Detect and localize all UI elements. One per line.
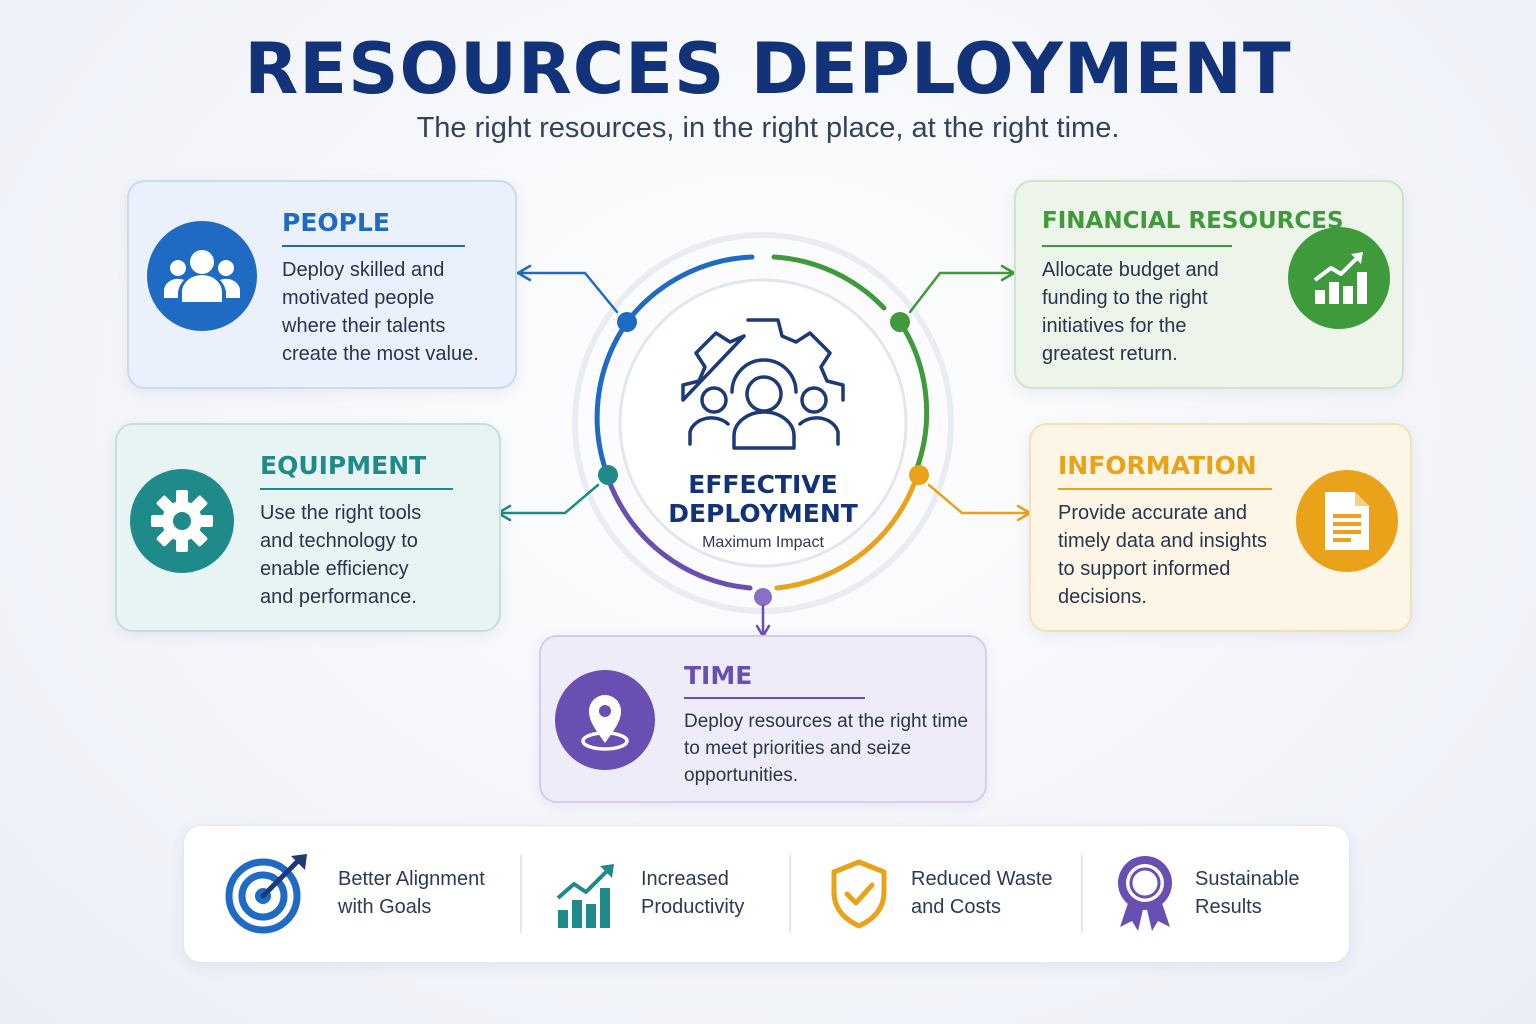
financial-title: FINANCIAL RESOURCES	[1042, 208, 1344, 234]
location-pin-icon	[581, 695, 629, 751]
page-title: RESOURCES DEPLOYMENT	[244, 28, 1292, 110]
people-desc-line: Deploy skilled and	[282, 259, 445, 281]
benefit-alignment: Better Alignment with Goals	[338, 865, 485, 921]
people-icon	[164, 250, 240, 302]
information-title: INFORMATION	[1058, 451, 1257, 480]
card-financial-resources: FINANCIAL RESOURCES Allocate budget and …	[1014, 180, 1404, 389]
gear-icon	[151, 490, 213, 552]
bar-growth-icon	[556, 864, 614, 928]
information-rule	[1058, 488, 1272, 490]
benefit-line: Results	[1195, 896, 1262, 918]
page-subtitle: The right resources, in the right place,…	[416, 112, 1120, 144]
equipment-rule	[260, 488, 453, 490]
financial-description: Allocate budget and funding to the right…	[1042, 256, 1219, 368]
shield-check-icon	[831, 859, 887, 929]
financial-desc-line: greatest return.	[1042, 343, 1178, 365]
financial-desc-line: Allocate budget and	[1042, 259, 1219, 281]
center-title: EFFECTIVE DEPLOYMENT	[613, 470, 913, 528]
time-icon-badge	[555, 670, 655, 770]
people-icon-badge	[147, 221, 257, 331]
benefit-productivity: Increased Productivity	[641, 865, 744, 921]
center-caption: Maximum Impact	[702, 534, 824, 551]
time-description: Deploy resources at the right time to me…	[684, 708, 968, 789]
financial-desc-line: funding to the right	[1042, 287, 1208, 309]
gear-team-icon	[681, 318, 845, 450]
node-time	[754, 588, 772, 606]
node-financial	[890, 312, 910, 332]
benefit-divider	[1081, 855, 1083, 933]
time-rule	[684, 697, 865, 699]
center-title-line1: EFFECTIVE	[688, 470, 838, 499]
time-desc-line: Deploy resources at the right time	[684, 711, 969, 732]
information-icon-badge	[1296, 470, 1398, 572]
node-people	[617, 312, 637, 332]
benefit-line: Reduced Waste	[911, 868, 1053, 890]
connector-equipment	[498, 483, 600, 515]
people-desc-line: motivated people	[282, 287, 435, 309]
information-desc-line: to support informed	[1058, 558, 1231, 580]
people-desc-line: create the most value.	[282, 343, 479, 365]
people-title: PEOPLE	[282, 208, 390, 237]
benefit-divider	[789, 855, 791, 933]
time-desc-line: to meet priorities and seize	[684, 738, 912, 759]
benefit-line: Sustainable	[1195, 868, 1300, 890]
card-information: INFORMATION Provide accurate and timely …	[1029, 423, 1412, 632]
benefit-line: and Costs	[911, 896, 1002, 918]
document-icon	[1325, 492, 1369, 550]
financial-rule	[1042, 245, 1232, 247]
benefit-reduced-waste: Reduced Waste and Costs	[911, 865, 1053, 921]
information-description: Provide accurate and timely data and ins…	[1058, 499, 1267, 611]
connector-people	[518, 271, 619, 314]
card-people: PEOPLE Deploy skilled and motivated peop…	[127, 180, 517, 389]
connector-financial	[908, 271, 1014, 314]
people-description: Deploy skilled and motivated people wher…	[282, 256, 479, 368]
equipment-desc-line: enable efficiency	[260, 558, 409, 580]
benefit-line: Productivity	[641, 896, 745, 918]
people-rule	[282, 245, 465, 247]
information-desc-line: timely data and insights	[1058, 530, 1268, 552]
information-desc-line: Provide accurate and	[1058, 502, 1248, 524]
equipment-title: EQUIPMENT	[260, 451, 427, 480]
benefit-line: Better Alignment	[338, 868, 485, 890]
equipment-icon-badge	[130, 469, 234, 573]
benefit-sustainable: Sustainable Results	[1195, 865, 1300, 921]
equipment-desc-line: Use the right tools	[260, 502, 422, 524]
equipment-desc-line: and technology to	[260, 530, 418, 552]
time-desc-line: opportunities.	[684, 765, 799, 786]
benefit-divider	[520, 855, 522, 933]
time-title: TIME	[684, 661, 753, 690]
center-title-line2: DEPLOYMENT	[668, 499, 858, 528]
connector-information	[927, 483, 1030, 515]
card-equipment: EQUIPMENT Use the right tools and techno…	[115, 423, 501, 632]
target-icon	[225, 854, 307, 934]
equipment-description: Use the right tools and technology to en…	[260, 499, 421, 611]
benefit-line: Increased	[641, 868, 729, 890]
benefit-line: with Goals	[338, 896, 432, 918]
financial-desc-line: initiatives for the	[1042, 315, 1187, 337]
award-ribbon-icon	[1118, 856, 1172, 931]
information-desc-line: decisions.	[1058, 586, 1147, 608]
equipment-desc-line: and performance.	[260, 586, 417, 608]
growth-chart-icon	[1313, 252, 1367, 304]
financial-icon-badge	[1288, 227, 1390, 329]
card-time: TIME Deploy resources at the right time …	[539, 635, 987, 803]
people-desc-line: where their talents	[282, 315, 446, 337]
